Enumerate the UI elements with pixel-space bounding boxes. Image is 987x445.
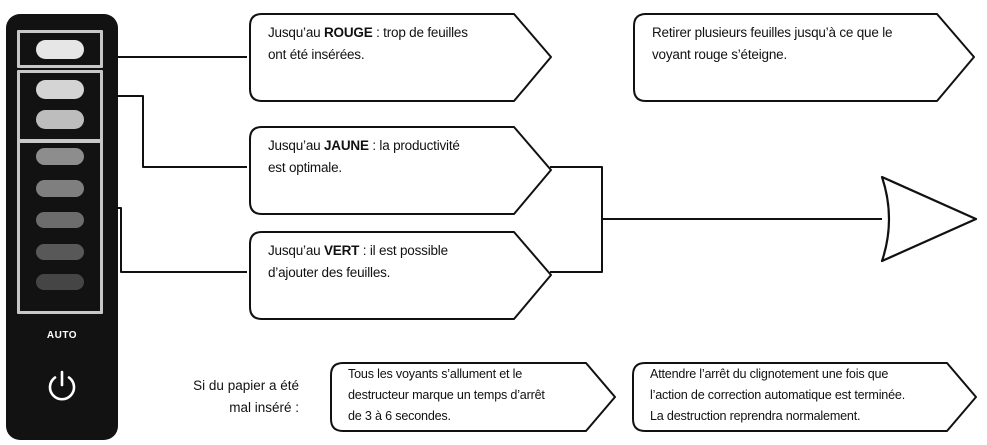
side-note-line1: Si du papier a été xyxy=(193,378,299,393)
callout-yellow-shape xyxy=(249,126,552,215)
callout-green-shape xyxy=(249,231,552,320)
callout-red: Jusqu’au ROUGE : trop de feuilles ont ét… xyxy=(268,22,468,66)
led-yellow-2 xyxy=(36,110,84,129)
level-green: VERT xyxy=(324,243,360,258)
auto-label: AUTO xyxy=(46,330,78,341)
callout-yellow-line1: Jusqu’au JAUNE : la productivité xyxy=(268,138,460,153)
led-yellow-1 xyxy=(36,80,84,99)
callout-yellow: Jusqu’au JAUNE : la productivité est opt… xyxy=(268,135,460,179)
callout-yellow-line2: est optimale. xyxy=(268,160,342,175)
level-red: ROUGE xyxy=(324,25,373,40)
led-green-1 xyxy=(36,148,84,165)
power-icon[interactable] xyxy=(44,368,80,404)
connector-bracket xyxy=(550,166,603,273)
zone-red xyxy=(17,30,103,68)
big-arrow-icon xyxy=(880,175,978,263)
callout-wait-shape xyxy=(632,362,977,432)
side-note: Si du papier a été mal inséré : xyxy=(193,375,299,419)
callout-red-line1: Jusqu’au ROUGE : trop de feuilles xyxy=(268,25,468,40)
callout-wait-line3: La destruction reprendra normalement. xyxy=(650,409,861,423)
callout-red-line2: ont été insérées. xyxy=(268,47,365,62)
level-yellow: JAUNE xyxy=(324,138,369,153)
connector-yellow xyxy=(100,95,247,168)
led-red xyxy=(36,40,84,59)
callout-misfeed-line3: de 3 à 6 secondes. xyxy=(348,409,451,423)
callout-remove-line2: voyant rouge s’éteigne. xyxy=(652,47,787,62)
led-green-2 xyxy=(36,180,84,197)
callout-green-line1: Jusqu’au VERT : il est possible xyxy=(268,243,448,258)
callout-green-line2: d’ajouter des feuilles. xyxy=(268,265,391,280)
callout-wait: Attendre l’arrêt du clignotement une foi… xyxy=(650,364,905,427)
callout-misfeed-line1: Tous les voyants s’allument et le xyxy=(348,367,522,381)
callout-misfeed-shape xyxy=(330,362,616,432)
led-green-4 xyxy=(36,244,84,260)
callout-red-shape xyxy=(249,13,552,102)
callout-wait-line2: l’action de correction automatique est t… xyxy=(650,388,906,402)
callout-misfeed: Tous les voyants s’allument et le destru… xyxy=(348,364,545,427)
zone-green xyxy=(17,140,103,314)
callout-green: Jusqu’au VERT : il est possible d’ajoute… xyxy=(268,240,448,284)
led-green-3 xyxy=(36,212,84,228)
led-control-panel: AUTO xyxy=(6,14,118,440)
connector-green xyxy=(100,207,247,273)
callout-remove-line1: Retirer plusieurs feuilles jusqu’à ce qu… xyxy=(652,25,893,40)
callout-misfeed-line2: destructeur marque un temps d’arrêt xyxy=(348,388,545,402)
side-note-line2: mal inséré : xyxy=(229,400,299,415)
callout-wait-line1: Attendre l’arrêt du clignotement une foi… xyxy=(650,367,889,381)
callout-remove: Retirer plusieurs feuilles jusqu’à ce qu… xyxy=(652,22,893,66)
callout-remove-shape xyxy=(633,13,975,102)
led-green-5 xyxy=(36,274,84,290)
